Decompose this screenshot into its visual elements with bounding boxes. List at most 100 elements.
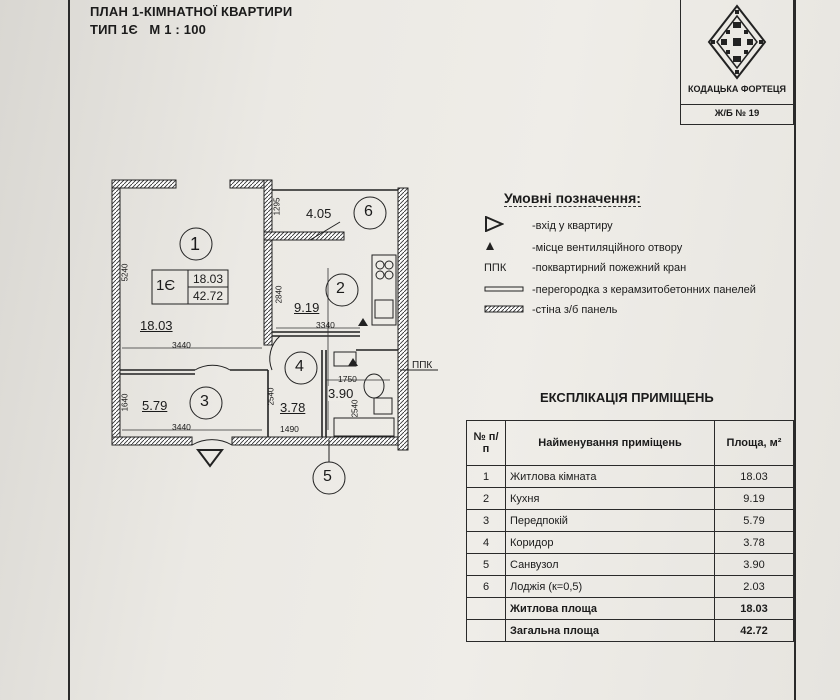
building-code: Ж/Б № 19 — [681, 104, 793, 119]
entry-triangle-icon — [484, 215, 532, 235]
frame-left-line — [68, 0, 70, 700]
legend-item-vent: -місце вентиляційного отвору — [484, 240, 682, 255]
room-area-5: 3.90 — [328, 386, 354, 401]
row-num: 4 — [466, 531, 506, 554]
row-area: 3.90 — [714, 553, 794, 576]
dim-2540-left: 2540 — [266, 387, 276, 406]
legend-symbol-ppk: ППК — [484, 262, 507, 274]
legend-text-vent: -місце вентиляційного отвору — [532, 241, 683, 254]
room-number-6: 6 — [364, 203, 373, 220]
dim-1640: 1640 — [120, 393, 130, 412]
table-row: 3 Передпокій 5.79 — [466, 509, 794, 532]
legend-text-partition: -перегородка з керамзитобетонних панелей — [532, 284, 756, 296]
dim-3440-bottom: 3440 — [172, 422, 191, 432]
logo-name: КОДАЦЬКА ФОРТЕЦЯ — [688, 84, 786, 94]
table-header-row: № п/п Найменування приміщень Площа, м² — [466, 420, 794, 466]
table-total-row: Житлова площа 18.03 — [466, 597, 794, 620]
apartment-label-box — [151, 269, 229, 305]
explication-table: № п/п Найменування приміщень Площа, м² 1… — [466, 420, 794, 642]
entrance-marker — [196, 449, 224, 468]
partitions — [120, 189, 398, 437]
room-number-2: 2 — [336, 280, 345, 297]
door-swings — [191, 221, 341, 446]
apartment-living-area: 18.03 — [193, 272, 224, 286]
vent-markers — [348, 318, 368, 366]
row-name: Лоджія (к=0,5) — [505, 575, 715, 598]
row-name: Санвузол — [505, 553, 715, 576]
room-area-3: 5.79 — [142, 398, 168, 413]
header-name: Найменування приміщень — [505, 420, 715, 466]
table-row: 1 Житлова кімната 18.03 — [466, 465, 794, 488]
dim-1490: 1490 — [280, 424, 299, 434]
legend-text-hydrant: -поквартирний пожежний кран — [532, 262, 687, 274]
row-name: Коридор — [505, 531, 715, 554]
total-area: 42.72 — [714, 619, 794, 642]
room-number-3: 3 — [200, 393, 209, 410]
legend-text-wall: -стіна з/б панель — [532, 304, 618, 316]
row-name: Кухня — [505, 487, 715, 510]
row-num: 2 — [466, 487, 506, 510]
row-num: 3 — [466, 509, 506, 532]
dim-3340: 3340 — [316, 320, 335, 330]
row-area: 2.03 — [714, 575, 794, 598]
room-area-2: 9.19 — [294, 300, 320, 315]
row-area: 18.03 — [714, 465, 794, 488]
ornament-logo-icon — [707, 4, 767, 80]
legend-text-entry: -вхід у квартиру — [532, 219, 613, 232]
table-row: 6 Лоджія (к=0,5) 2.03 — [466, 575, 794, 598]
frame-right-line — [794, 0, 796, 700]
total-name: Загальна площа — [505, 619, 715, 642]
dimension-lines — [122, 268, 390, 431]
row-area: 3.78 — [714, 531, 794, 554]
vent-triangle-icon — [484, 240, 532, 255]
row-name: Передпокій — [505, 509, 715, 532]
legend-item-partition: -перегородка з керамзитобетонних панелей — [484, 284, 756, 296]
legend-item-hydrant: ППК -поквартирний пожежний кран — [484, 262, 686, 274]
header-num: № п/п — [466, 420, 506, 466]
dim-2840: 2840 — [274, 285, 284, 304]
concrete-wall-icon — [484, 304, 532, 316]
kitchen-fixtures — [371, 254, 397, 326]
row-num-empty — [466, 619, 506, 642]
row-num: 5 — [466, 553, 506, 576]
dim-3440-top: 3440 — [172, 340, 191, 350]
partition-line-icon — [484, 284, 532, 296]
room-area-1: 18.03 — [140, 318, 173, 333]
legend-item-entry: -вхід у квартиру — [484, 215, 613, 235]
room-number-5: 5 — [323, 468, 332, 485]
total-name: Житлова площа — [505, 597, 715, 620]
apartment-type-label: 1Є — [156, 277, 176, 294]
total-area: 18.03 — [714, 597, 794, 620]
header-area: Площа, м² — [714, 420, 794, 466]
table-row: 5 Санвузол 3.90 — [466, 553, 794, 576]
explication-title: ЕКСПЛІКАЦІЯ ПРИМІЩЕНЬ — [540, 390, 714, 405]
fire-hydrant-label: ППК — [412, 360, 433, 371]
bathroom-fixtures — [333, 351, 395, 437]
legend-item-wall: -стіна з/б панель — [484, 304, 617, 316]
table-row: 2 Кухня 9.19 — [466, 487, 794, 510]
row-num: 6 — [466, 575, 506, 598]
dim-1295: 1295 — [272, 197, 282, 216]
row-name: Житлова кімната — [505, 465, 715, 488]
plan-type-scale: ТИП 1Є М 1 : 100 — [90, 22, 207, 37]
dim-2540-right: 2540 — [350, 399, 360, 418]
dim-5240: 5240 — [120, 263, 130, 282]
row-area: 5.79 — [714, 509, 794, 532]
table-row: 4 Коридор 3.78 — [466, 531, 794, 554]
table-total-row: Загальна площа 42.72 — [466, 619, 794, 642]
row-num: 1 — [466, 465, 506, 488]
logo-box: КОДАЦЬКА ФОРТЕЦЯ Ж/Б № 19 — [680, 0, 794, 125]
room-number-1: 1 — [190, 234, 201, 254]
room-area-6: 4.05 — [306, 206, 332, 221]
plan-title: ПЛАН 1-КІМНАТНОЇ КВАРТИРИ — [90, 4, 293, 19]
legend-title: Умовні позначення: — [504, 190, 641, 207]
dim-1750: 1750 — [338, 374, 357, 384]
room-area-4: 3.78 — [280, 400, 306, 415]
row-area: 9.19 — [714, 487, 794, 510]
concrete-walls — [111, 179, 409, 451]
row-num-empty — [466, 597, 506, 620]
room-number-4: 4 — [295, 358, 304, 375]
apartment-total-area: 42.72 — [193, 289, 224, 303]
